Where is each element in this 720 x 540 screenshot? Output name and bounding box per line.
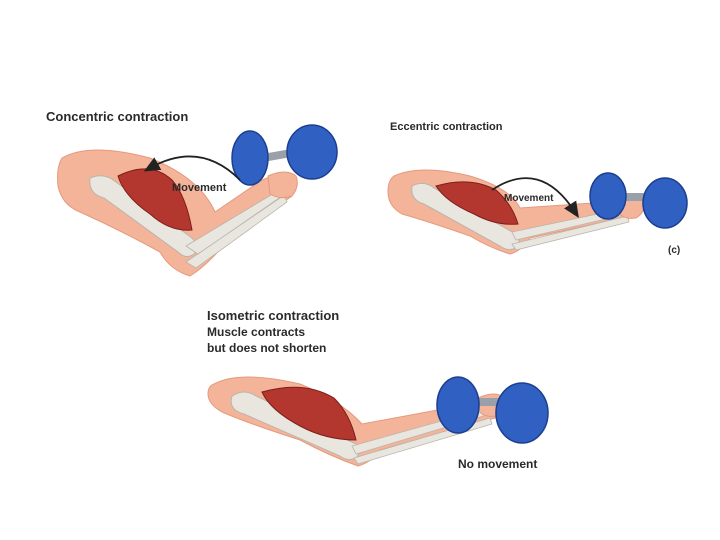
concentric-hand bbox=[268, 172, 297, 198]
isometric-panel: Isometric contraction Muscle contracts b… bbox=[207, 308, 548, 471]
eccentric-dumbbell-weight-right bbox=[643, 178, 687, 228]
eccentric-title: Eccentric contraction bbox=[390, 121, 503, 133]
isometric-subtitle-line1: Muscle contracts bbox=[207, 325, 305, 339]
isometric-subtitle-line2: but does not shorten bbox=[207, 341, 326, 355]
concentric-dumbbell-weight-right bbox=[287, 125, 337, 179]
eccentric-movement-label: Movement bbox=[504, 193, 554, 204]
concentric-title: Concentric contraction bbox=[46, 109, 188, 124]
eccentric-dumbbell-weight-left bbox=[590, 173, 626, 219]
concentric-movement-label: Movement bbox=[172, 182, 227, 194]
isometric-no-movement-label: No movement bbox=[458, 457, 537, 471]
concentric-panel: Concentric contraction Movement bbox=[46, 109, 337, 276]
isometric-title: Isometric contraction bbox=[207, 308, 339, 323]
isometric-dumbbell-weight-left bbox=[437, 377, 479, 433]
eccentric-panel-tag: (c) bbox=[668, 245, 680, 256]
eccentric-panel: Eccentric contraction Movement (c) bbox=[388, 121, 687, 256]
isometric-dumbbell-weight-right bbox=[496, 383, 548, 443]
